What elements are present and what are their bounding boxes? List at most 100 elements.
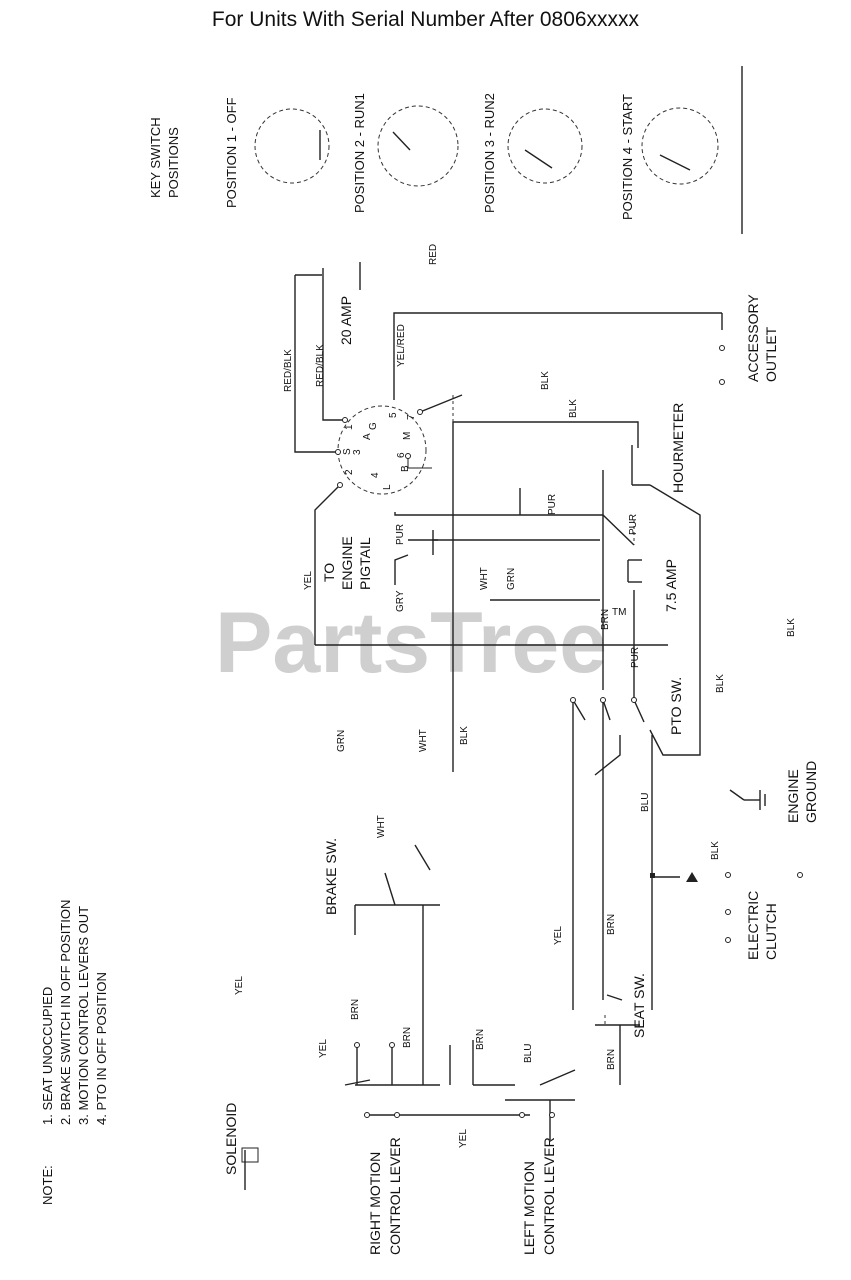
wire-label-blk-1: BLK (540, 371, 551, 390)
wire-blk-pto-loop (649, 484, 701, 756)
terminal (719, 379, 725, 385)
pto-contact-2 (602, 699, 611, 721)
left-lever-label-2: CONTROL LEVER (541, 1137, 557, 1255)
wire-label-blk-3: BLK (715, 674, 726, 693)
terminal (405, 453, 411, 459)
terminal (725, 937, 731, 943)
wire-label-red-blk-1: RED/BLK (283, 349, 294, 392)
wire-yel-red (393, 312, 722, 400)
pin-1: 1 (344, 424, 355, 430)
wire-label-blk-5: BLK (459, 726, 470, 745)
key-switch-heading-2: POSITIONS (166, 127, 181, 198)
wire-label-brn-6: BRN (606, 1049, 617, 1070)
wire-label-blu-1: BLU (640, 793, 651, 812)
accessory-outlet-label-1: ACCESSORY (745, 294, 761, 382)
terminal (394, 1112, 400, 1118)
key-switch-run1-contact (392, 131, 411, 151)
pto-contact-1 (572, 699, 586, 721)
wires (244, 66, 766, 1190)
key-switch-run1 (377, 105, 459, 187)
right-lever-contact (344, 1079, 371, 1086)
pin-a-top: A (362, 433, 373, 440)
splice (650, 873, 655, 878)
accessory-outlet-label-2: OUTLET (763, 326, 779, 382)
wire-label-wht-3: WHT (376, 815, 387, 838)
key-switch-run2 (507, 108, 583, 184)
wire-label-brn-3: BRN (350, 999, 361, 1020)
wire-label-yel-1: YEL (303, 571, 314, 590)
terminal (719, 345, 725, 351)
main-key-switch-ring (337, 405, 427, 495)
wire-pur-1 (394, 512, 635, 546)
engine-ground-label-2: GROUND (803, 761, 819, 823)
terminal (600, 697, 606, 703)
solenoid-box (241, 1147, 259, 1163)
wire-ks-upper (419, 394, 463, 413)
wire-red-blk-1 (294, 275, 338, 453)
brake-contact-2 (414, 844, 431, 871)
wire-label-brn-2: BRN (606, 914, 617, 935)
seat-switch-label: SEAT SW. (631, 973, 647, 1038)
left-lever-label-1: LEFT MOTION (521, 1161, 537, 1255)
terminal (389, 1042, 395, 1048)
wire-label-brn-1: BRN (600, 609, 611, 630)
key-switch-run2-ring (507, 108, 583, 184)
note-item-2: 2. BRAKE SWITCH IN OFF POSITION (58, 900, 73, 1125)
wire-yel-ks (314, 484, 341, 645)
electric-clutch-label-2: CLUTCH (763, 903, 779, 960)
fuse-75-label: 7.5 AMP (663, 559, 679, 612)
note-item-4: 4. PTO IN OFF POSITION (94, 972, 109, 1125)
wire-red-blk-2 (322, 268, 345, 421)
labels: KEY SWITCH POSITIONS POSITION 1 - OFF PO… (40, 93, 819, 1255)
wire-label-brn-5: BRN (475, 1029, 486, 1050)
wire-blk-hourmeter (452, 421, 639, 772)
position-1-label: POSITION 1 - OFF (224, 97, 239, 208)
wire-pto-contact (594, 735, 621, 776)
wire-label-pur-3: PUR (628, 514, 639, 535)
terminal (354, 1042, 360, 1048)
terminal (337, 482, 343, 488)
wire-label-blk-2: BLK (568, 399, 579, 418)
fuse-20-label: 20 AMP (338, 296, 354, 345)
right-lever-label-1: RIGHT MOTION (367, 1152, 383, 1255)
key-switch-start (641, 107, 719, 185)
wire-label-pur-4: PUR (630, 647, 641, 668)
position-4-label: POSITION 4 - START (620, 94, 635, 220)
solenoid-label: SOLENOID (223, 1103, 239, 1175)
key-switch-off (254, 108, 330, 184)
pin-m: M (402, 432, 413, 440)
pto-contact-3 (633, 699, 645, 723)
pin-g: G (368, 422, 379, 430)
wire-label-yel-5: YEL (458, 1129, 469, 1148)
terminal (549, 1112, 555, 1118)
key-switch-run2-contact (524, 149, 553, 169)
pin-4: 4 (370, 472, 381, 478)
brake-switch-label: BRAKE SW. (323, 838, 339, 915)
note-item-3: 3. MOTION CONTROL LEVERS OUT (76, 906, 91, 1125)
diagram-title: For Units With Serial Number After 0806x… (211, 8, 640, 31)
key-switch-heading-1: KEY SWITCH (148, 117, 163, 198)
terminal (725, 872, 731, 878)
key-switch-diagrams (254, 105, 719, 495)
pin-6: 6 (396, 452, 407, 458)
pigtail-label-3: PIGTAIL (357, 537, 373, 590)
pin-5: 5 (388, 412, 399, 418)
terminal (725, 909, 731, 915)
wire-label-wht-1: WHT (479, 567, 490, 590)
left-lever-contact (539, 1069, 576, 1086)
wire-label-pur-2: PUR (395, 524, 406, 545)
terminal (364, 1112, 370, 1118)
note-item-1: 1. SEAT UNOCCUPIED (40, 987, 55, 1125)
right-lever-label-2: CONTROL LEVER (387, 1137, 403, 1255)
wire-label-grn-1: GRN (506, 568, 517, 590)
brake-contact-1 (384, 872, 396, 906)
pin-3: 3 (352, 449, 363, 455)
electric-clutch-label-1: ELECTRIC (745, 891, 761, 960)
key-switch-run1-ring (377, 105, 459, 187)
hourmeter-label: HOURMETER (670, 403, 686, 493)
dashed-guides (452, 395, 635, 1025)
wire-label-yel-2: YEL (553, 926, 564, 945)
wire-label-yel-3: YEL (234, 976, 245, 995)
